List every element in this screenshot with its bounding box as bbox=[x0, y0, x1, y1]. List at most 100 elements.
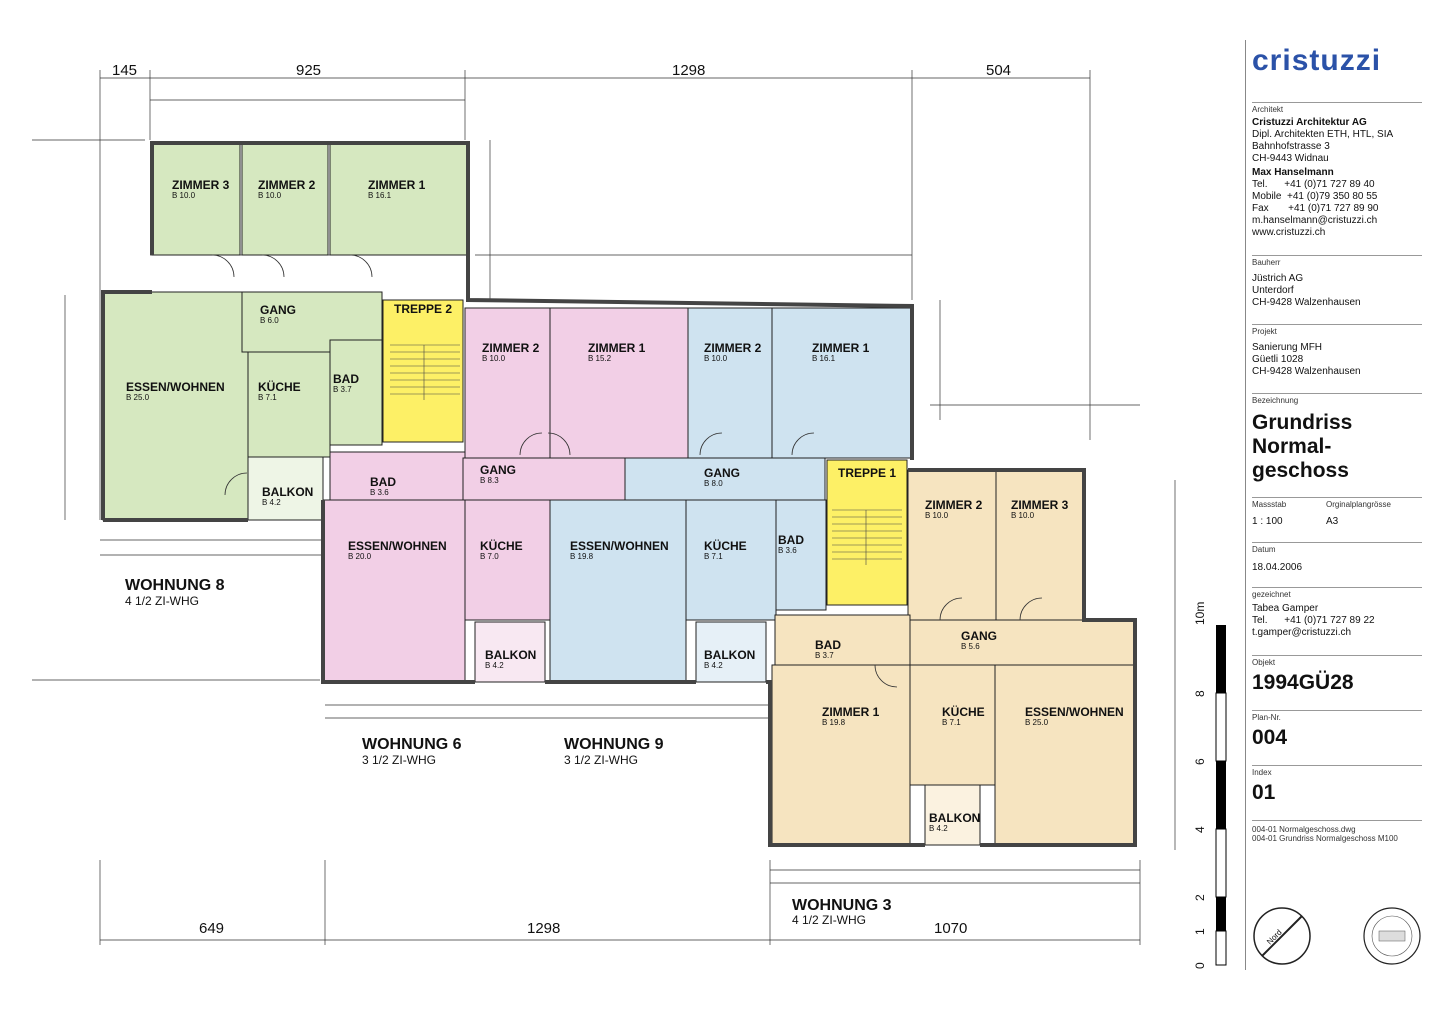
wohnung9-gang-fill bbox=[624, 457, 826, 501]
architekt-section: Architekt Cristuzzi Architektur AG Dipl.… bbox=[1252, 102, 1422, 239]
room-name: BALKON bbox=[262, 485, 313, 499]
massstab-value: 1 : 100 bbox=[1252, 516, 1283, 527]
dim-top-1: 145 bbox=[112, 62, 137, 79]
apartment-name: WOHNUNG 8 bbox=[125, 577, 225, 594]
objekt-label: Objekt bbox=[1252, 658, 1276, 667]
wohnung9-zimmer1-fill bbox=[771, 307, 913, 459]
scale-label: 2 bbox=[1193, 894, 1207, 901]
scale-label: 10m bbox=[1193, 602, 1207, 625]
projekt-line: CH-9428 Walzenhausen bbox=[1252, 366, 1361, 377]
room-area: B 16.1 bbox=[812, 354, 836, 363]
apartment-type: 3 1/2 ZI-WHG bbox=[362, 753, 436, 767]
room-area: B 10.0 bbox=[482, 354, 506, 363]
north-arrow-icon: Nord bbox=[1253, 907, 1311, 965]
scale-label: 1 bbox=[1193, 928, 1207, 935]
wohnung9-balkon-fill bbox=[695, 621, 767, 683]
wohnung6-balkon-fill bbox=[474, 621, 546, 683]
architekt-line: Fax +41 (0)71 727 89 90 bbox=[1252, 203, 1379, 214]
room-name: KÜCHE bbox=[942, 704, 985, 719]
wohnung6-zimmer2-fill bbox=[464, 307, 551, 459]
room-area: B 3.6 bbox=[778, 546, 797, 555]
architekt-line: m.hanselmann@cristuzzi.ch bbox=[1252, 215, 1378, 226]
scale-label: 4 bbox=[1193, 826, 1207, 833]
room-area: B 4.2 bbox=[485, 661, 504, 670]
bezeichnung-label: Bezeichnung bbox=[1252, 396, 1299, 405]
certification-stamp-icon bbox=[1363, 907, 1421, 965]
wohnung6-kueche-fill bbox=[464, 499, 551, 621]
architekt-line: CH-9443 Widnau bbox=[1252, 153, 1329, 164]
dim-top-4: 504 bbox=[986, 62, 1011, 79]
room-area: B 3.6 bbox=[370, 488, 389, 497]
room-area: B 16.1 bbox=[368, 191, 392, 200]
gezeichnet-section: gezeichnet Tabea Gamper Tel. +41 (0)71 7… bbox=[1252, 587, 1422, 639]
room-fills bbox=[102, 142, 1136, 846]
room-name: BAD bbox=[370, 475, 396, 489]
room-area: B 4.2 bbox=[262, 498, 281, 507]
wohnung8-zimmer1-fill bbox=[329, 142, 469, 256]
wohnung3-essen-fill bbox=[994, 664, 1136, 846]
wohnung8-balkon-fill bbox=[247, 456, 324, 521]
plan-nr-value: 004 bbox=[1252, 726, 1288, 749]
room-name: KÜCHE bbox=[704, 538, 747, 553]
room-area: B 3.7 bbox=[815, 651, 834, 660]
architekt-line: Tel. +41 (0)71 727 89 40 bbox=[1252, 179, 1375, 190]
room-area: B 7.1 bbox=[942, 718, 961, 727]
room-area: B 25.0 bbox=[126, 393, 150, 402]
treppe2-fill bbox=[382, 299, 464, 443]
bezeichnung-line: Grundriss bbox=[1252, 411, 1353, 434]
room-area: B 19.8 bbox=[822, 718, 846, 727]
wohnung3-zimmer3-fill bbox=[995, 469, 1085, 621]
architekt-line: Cristuzzi Architektur AG bbox=[1252, 117, 1367, 128]
room-area: B 7.1 bbox=[258, 393, 277, 402]
room-name: ZIMMER 2 bbox=[704, 341, 762, 355]
wohnung8-bad-fill bbox=[329, 339, 383, 446]
wohnung9-essen-fill bbox=[549, 499, 687, 683]
apartment-name: WOHNUNG 6 bbox=[362, 736, 462, 753]
file-name: 004-01 Normalgeschoss.dwg bbox=[1252, 825, 1356, 834]
wohnung8-zimmer2-fill bbox=[241, 142, 329, 256]
scale-label: 8 bbox=[1193, 690, 1207, 697]
room-name: ZIMMER 2 bbox=[258, 178, 316, 192]
bezeichnung-section: Bezeichnung Grundriss Normal- geschoss bbox=[1252, 393, 1422, 483]
wohnung8-essen-fill bbox=[102, 291, 249, 521]
room-name: GANG bbox=[480, 463, 516, 477]
room-area: B 19.8 bbox=[570, 552, 594, 561]
room-area: B 5.6 bbox=[961, 642, 980, 651]
room-name: TREPPE 2 bbox=[394, 302, 452, 316]
originalplangroesse-label: Orginalplangrösse bbox=[1326, 500, 1391, 509]
wohnung3-zimmer2-fill bbox=[907, 469, 997, 621]
apartment-type: 4 1/2 ZI-WHG bbox=[792, 913, 866, 927]
bauherr-line: Jüstrich AG bbox=[1252, 273, 1304, 284]
room-area: B 15.2 bbox=[588, 354, 612, 363]
apartment-name: WOHNUNG 3 bbox=[792, 897, 892, 914]
architekt-line: Max Hanselmann bbox=[1252, 167, 1334, 178]
room-name: ZIMMER 3 bbox=[172, 178, 230, 192]
files-section: 004-01 Normalgeschoss.dwg 004-01 Grundri… bbox=[1252, 820, 1422, 843]
bauherr-label: Bauherr bbox=[1252, 258, 1281, 267]
door-swings bbox=[211, 254, 1043, 688]
wohnung3-gang-fill bbox=[909, 619, 1136, 666]
datum-label: Datum bbox=[1252, 545, 1276, 554]
plan-nr-label: Plan-Nr. bbox=[1252, 713, 1281, 722]
projekt-label: Projekt bbox=[1252, 327, 1277, 336]
room-area: B 4.2 bbox=[929, 824, 948, 833]
room-area: B 10.0 bbox=[1011, 511, 1035, 520]
scale-bar: 10m 8 6 4 2 1 0 bbox=[1193, 602, 1227, 969]
objekt-value: 1994GÜ28 bbox=[1252, 671, 1354, 694]
room-name: ESSEN/WOHNEN bbox=[126, 380, 225, 394]
room-name: ZIMMER 1 bbox=[588, 341, 646, 355]
bezeichnung-line: Normal- bbox=[1252, 435, 1332, 458]
index-value: 01 bbox=[1252, 781, 1276, 804]
bezeichnung-line: geschoss bbox=[1252, 459, 1349, 482]
dim-top-2: 925 bbox=[296, 62, 321, 79]
architekt-label: Architekt bbox=[1252, 105, 1284, 114]
architekt-line: www.cristuzzi.ch bbox=[1252, 227, 1326, 238]
originalplangroesse-value: A3 bbox=[1326, 516, 1339, 527]
room-name: GANG bbox=[260, 303, 296, 317]
room-name: ZIMMER 1 bbox=[812, 341, 870, 355]
room-name: ESSEN/WOHNEN bbox=[570, 539, 669, 553]
dimension-lines bbox=[32, 70, 1176, 945]
treppe1-fill bbox=[826, 459, 908, 606]
apartment-type: 3 1/2 ZI-WHG bbox=[564, 753, 638, 767]
